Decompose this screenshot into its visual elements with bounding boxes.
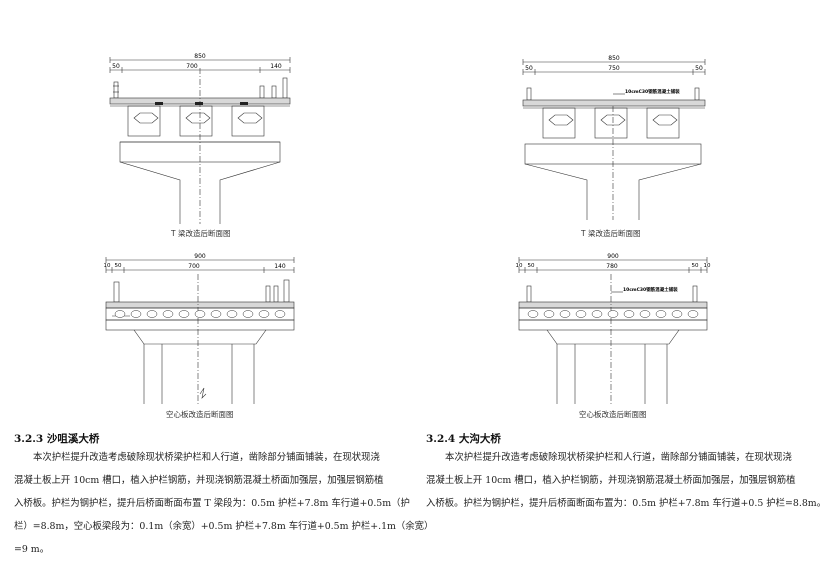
paving-note: 10cmC30钢筋混凝土铺装 [623, 286, 678, 293]
paragraph-line: =9 m。 [14, 544, 50, 555]
dim-total: 850 [608, 55, 620, 62]
drawing-caption: T 梁改造后断面图 [581, 229, 641, 238]
dim-mid: 780 [606, 263, 618, 270]
paving-note: 10cmC30钢筋混凝土铺装 [625, 88, 680, 95]
t-beam-section-drawing-right: 850 50 750 50 10cmC30钢筋混凝土铺装 [522, 55, 706, 220]
paragraph-line: 栏）=8.8m，空心板梁段为：0.1m（余宽）+0.5m 护栏+7.8m 车行道… [14, 521, 434, 532]
section-title: 3.2.3 沙咀溪大桥 [14, 433, 100, 445]
dim-mid: 700 [188, 263, 200, 270]
paragraph-line: 本次护栏提升改造考虑破除现状桥梁护栏和人行道，凿除部分铺面铺装，在现状现浇 [445, 452, 792, 463]
dim-total: 900 [194, 253, 206, 260]
dim-left: 50 [115, 263, 122, 269]
paragraph-line: 混凝土板上开 10cm 槽口，植入护栏钢筋，并现浇钢筋混凝土桥面加强层，加强层钢… [14, 475, 384, 486]
dim-left: 50 [112, 63, 120, 70]
drawing-caption: T 梁改造后断面图 [171, 229, 231, 238]
dim-side: 10 [704, 263, 711, 269]
hollow-slab-section-drawing-right: 900 10 50 780 50 10 10cmC30钢筋混凝土铺装 [516, 253, 711, 404]
dim-right: 50 [695, 65, 703, 72]
dim-right: 140 [274, 263, 286, 270]
dim-total: 850 [194, 53, 206, 60]
section-title: 3.2.4 大沟大桥 [426, 433, 501, 445]
hollow-slab-section-drawing-left: 900 10 50 700 140 [104, 253, 295, 404]
dim-mid: 750 [608, 65, 620, 72]
dim-side: 10 [516, 263, 523, 269]
dim-total: 900 [607, 253, 619, 260]
dim-left: 50 [528, 263, 535, 269]
dim-side: 10 [104, 263, 111, 269]
section-paragraph: 本次护栏提升改造考虑破除现状桥梁护栏和人行道，凿除部分铺面铺装，在现状现浇 混凝… [14, 446, 434, 561]
paragraph-line: 入桥板。护栏为钢护栏，提升后桥面断面布置 T 梁段为：0.5m 护栏+7.8m … [14, 498, 410, 509]
section-paragraph: 本次护栏提升改造考虑破除现状桥梁护栏和人行道，凿除部分铺面铺装，在现状现浇 混凝… [426, 446, 826, 515]
paragraph-line: 本次护栏提升改造考虑破除现状桥梁护栏和人行道，凿除部分铺面铺装，在现状现浇 [33, 452, 380, 463]
dim-right: 140 [270, 63, 282, 70]
dim-mid: 700 [186, 63, 198, 70]
paragraph-line: 入桥板。护栏为钢护栏，提升后桥面断面布置为：0.5m 护栏+7.8m 车行道+0… [426, 498, 826, 509]
paragraph-line: 混凝土板上开 10cm 槽口，植入护栏钢筋，并现浇钢筋混凝土桥面加强层，加强层钢… [426, 475, 796, 486]
drawing-caption: 空心板改造后断面图 [166, 410, 234, 419]
t-beam-section-drawing-left: 850 50 700 140 [109, 53, 291, 224]
dim-right: 50 [692, 263, 699, 269]
dim-left: 50 [525, 65, 533, 72]
drawing-caption: 空心板改造后断面图 [579, 410, 647, 419]
